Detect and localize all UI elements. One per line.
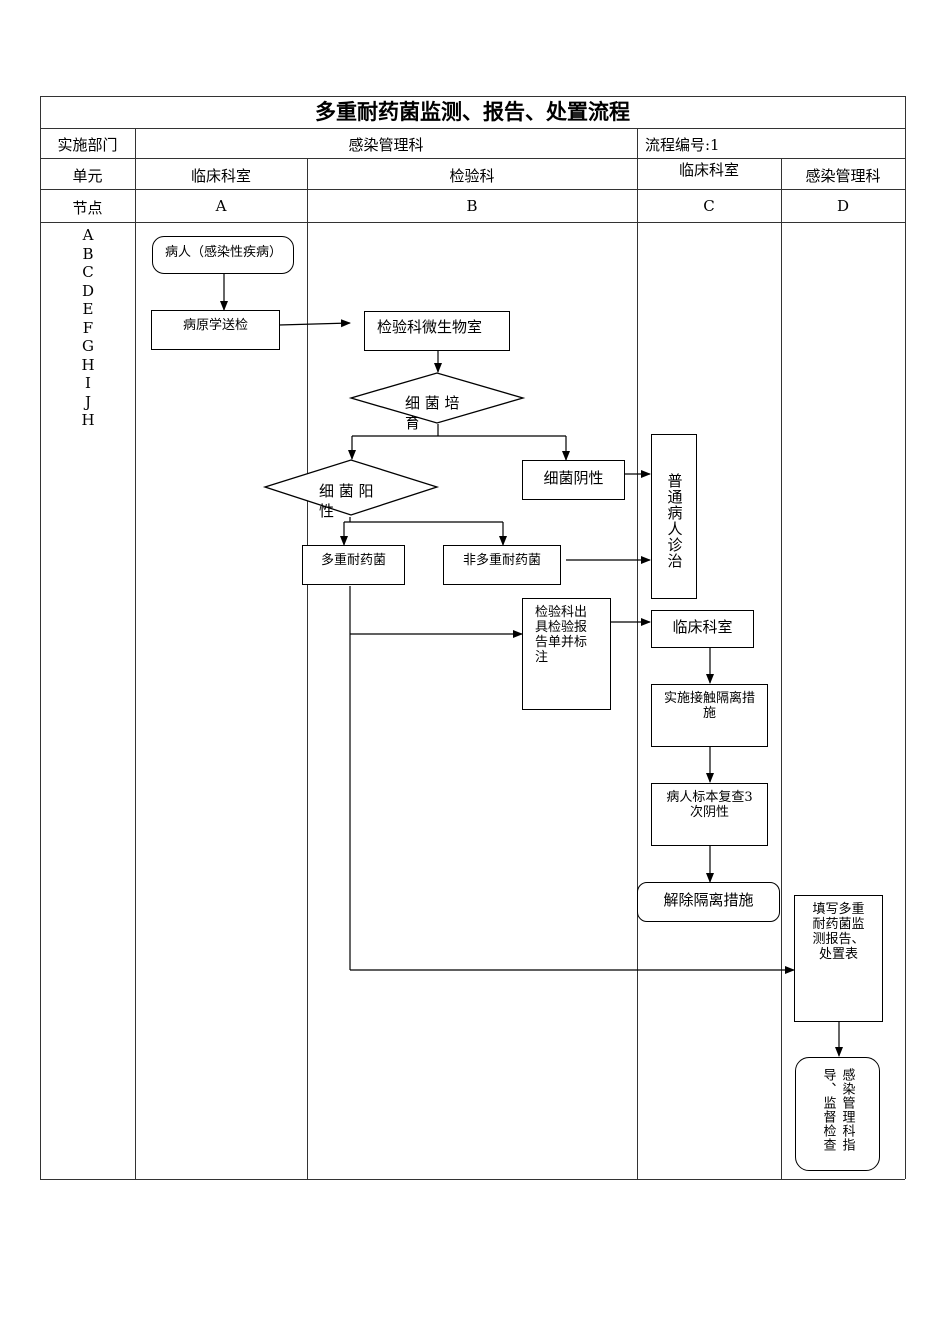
recheck-label: 病人标本复查3次阴性 bbox=[666, 790, 753, 820]
clinical-dept-node: 临床科室 bbox=[651, 610, 754, 648]
step-letter: C bbox=[82, 263, 94, 281]
step-letter-list: A B C D E F G H I J H bbox=[70, 226, 106, 430]
step-letter: E bbox=[82, 300, 94, 318]
negative-node: 细菌阴性 bbox=[522, 460, 625, 500]
step-letter: F bbox=[82, 318, 94, 337]
table-right-border bbox=[905, 96, 906, 1179]
culture-label: 细 菌 培 育 bbox=[405, 394, 460, 432]
lab-report-label: 检验科出具检验报告单并标注 bbox=[535, 605, 588, 665]
non-mdro-node: 非多重耐药菌 bbox=[443, 545, 561, 585]
positive-label: 细 菌 阳 性 bbox=[319, 482, 374, 520]
table-row-divider bbox=[40, 222, 905, 223]
non-mdro-label: 非多重耐药菌 bbox=[462, 553, 541, 568]
table-row-divider bbox=[40, 128, 905, 129]
table-col-divider bbox=[307, 158, 308, 1179]
patient-label: 病人（感染性疾病） bbox=[165, 245, 283, 260]
lab-report-node: 检验科出具检验报告单并标注 bbox=[522, 598, 611, 710]
send-test-label: 病原学送检 bbox=[182, 318, 248, 333]
table-row-divider bbox=[40, 158, 905, 159]
process-number: 流程编号:1 bbox=[645, 136, 720, 154]
table-bottom-border bbox=[40, 1179, 905, 1180]
send-test-node: 病原学送检 bbox=[151, 310, 280, 350]
unit-infection-d: 感染管理科 bbox=[805, 167, 881, 185]
release-isolation-label: 解除隔离措施 bbox=[663, 891, 754, 909]
clinical-dept-label: 临床科室 bbox=[672, 618, 733, 636]
dept-label: 实施部门 bbox=[57, 136, 118, 154]
fill-report-node: 填写多重耐药菌监测报告、处置表 bbox=[794, 895, 883, 1022]
fill-report-label: 填写多重耐药菌监测报告、处置表 bbox=[812, 902, 865, 962]
recheck-node: 病人标本复查3次阴性 bbox=[651, 783, 768, 846]
unit-lab-b: 检验科 bbox=[449, 167, 495, 185]
table-col-divider bbox=[135, 128, 136, 1179]
contact-isolation-label: 实施接触隔离措施 bbox=[663, 691, 755, 721]
supervise-node: 感染管理科指导、监督检查 bbox=[795, 1057, 880, 1171]
table-col-divider bbox=[637, 128, 638, 1179]
normal-treat-label: 普通病人诊治 bbox=[665, 472, 684, 569]
micro-lab-node: 检验科微生物室 bbox=[364, 311, 510, 351]
release-isolation-node: 解除隔离措施 bbox=[637, 882, 780, 922]
dept-value: 感染管理科 bbox=[348, 136, 424, 154]
supervise-label: 感染管理科指导、监督检查 bbox=[820, 1068, 855, 1152]
positive-diamond bbox=[262, 459, 440, 516]
step-letter: J bbox=[84, 392, 91, 411]
table-top-border bbox=[40, 96, 905, 97]
step-letter: H bbox=[81, 411, 95, 429]
step-letter: B bbox=[82, 244, 94, 263]
contact-isolation-node: 实施接触隔离措施 bbox=[651, 684, 768, 747]
mdro-label: 多重耐药菌 bbox=[320, 553, 386, 568]
node-c: C bbox=[703, 197, 715, 215]
step-letter: D bbox=[81, 281, 95, 300]
micro-lab-label: 检验科微生物室 bbox=[377, 318, 483, 336]
mdro-node: 多重耐药菌 bbox=[302, 545, 405, 585]
step-letter: H bbox=[81, 355, 95, 374]
unit-label: 单元 bbox=[72, 167, 103, 185]
table-col-divider bbox=[781, 158, 782, 1179]
unit-clinical-c: 临床科室 bbox=[678, 161, 739, 179]
step-letter: A bbox=[82, 226, 94, 244]
page-title: 多重耐药菌监测、报告、处置流程 bbox=[315, 99, 630, 124]
table-row-divider bbox=[40, 189, 905, 190]
unit-clinical-a: 临床科室 bbox=[190, 167, 251, 185]
step-letter: G bbox=[82, 337, 94, 355]
node-label: 节点 bbox=[72, 199, 103, 217]
normal-treat-node: 普通病人诊治 bbox=[651, 434, 697, 599]
node-b: B bbox=[466, 197, 478, 215]
step-letter: I bbox=[85, 374, 91, 392]
patient-node: 病人（感染性疾病） bbox=[152, 236, 294, 274]
table-left-border bbox=[40, 96, 41, 1179]
node-a: A bbox=[215, 197, 227, 215]
node-d: D bbox=[836, 197, 850, 215]
negative-label: 细菌阴性 bbox=[543, 469, 604, 487]
culture-diamond bbox=[348, 372, 526, 424]
